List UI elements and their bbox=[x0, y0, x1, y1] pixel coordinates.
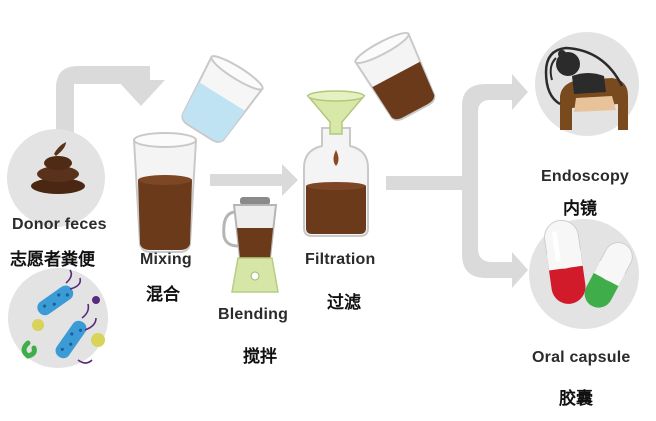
donor-label: Donor feces bbox=[12, 216, 107, 233]
pouring-glass-icon bbox=[354, 31, 436, 121]
blender-icon bbox=[222, 197, 279, 293]
capsule-label: Oral capsule bbox=[532, 349, 631, 366]
arrow-donor-to-mixing bbox=[56, 66, 165, 140]
water-glass-icon bbox=[181, 55, 264, 143]
bacteria-icon bbox=[21, 269, 105, 364]
bottle-icon bbox=[303, 127, 369, 237]
capsule-icon bbox=[544, 219, 633, 308]
mixing-label: Mixing bbox=[140, 251, 192, 268]
blending-label: Blending bbox=[218, 306, 289, 323]
funnel-icon bbox=[306, 90, 366, 166]
arrow-mixing-to-filtration bbox=[210, 164, 298, 196]
arrows bbox=[56, 66, 528, 288]
arrow-filtration-branch bbox=[386, 74, 528, 288]
filtration-label-zh: 过滤 bbox=[327, 293, 361, 313]
capsule-label-zh: 胶囊 bbox=[559, 389, 593, 409]
donor-label-zh: 志愿者粪便 bbox=[10, 250, 95, 270]
glass-icon bbox=[132, 132, 198, 253]
endoscopy-label: Endoscopy bbox=[541, 168, 630, 185]
endoscopy-patient-icon bbox=[544, 46, 628, 130]
endoscopy-label-zh: 内镜 bbox=[563, 199, 597, 219]
filtration-label: Filtration bbox=[305, 251, 376, 268]
mixing-label-zh: 混合 bbox=[146, 285, 180, 305]
blending-label-zh: 搅拌 bbox=[243, 347, 277, 367]
poop-icon bbox=[31, 142, 85, 194]
bacteria-circle bbox=[8, 268, 108, 368]
